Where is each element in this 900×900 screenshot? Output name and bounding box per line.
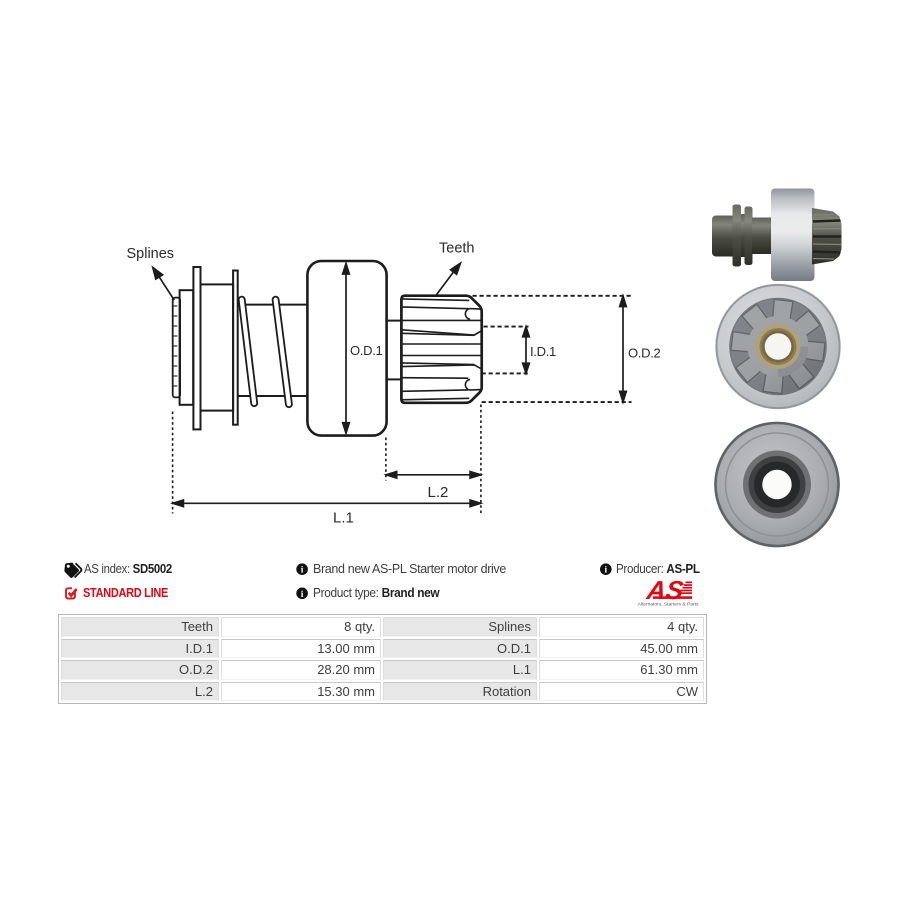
svg-text:Splines: Splines (127, 246, 175, 262)
svg-text:AS: AS (644, 575, 686, 605)
svg-text:i: i (301, 590, 304, 600)
svg-text:L.2: L.2 (428, 484, 449, 501)
svg-text:Alternators, Starters & Parts: Alternators, Starters & Parts (638, 602, 699, 608)
svg-text:Teeth: Teeth (439, 241, 474, 257)
svg-text:O.D.1: O.D.1 (350, 343, 383, 358)
svg-text:L.1: L.1 (333, 510, 354, 527)
svg-text:i: i (604, 566, 607, 576)
svg-text:i: i (301, 566, 304, 576)
svg-text:I.D.1: I.D.1 (530, 344, 556, 359)
svg-text:O.D.2: O.D.2 (628, 346, 661, 361)
